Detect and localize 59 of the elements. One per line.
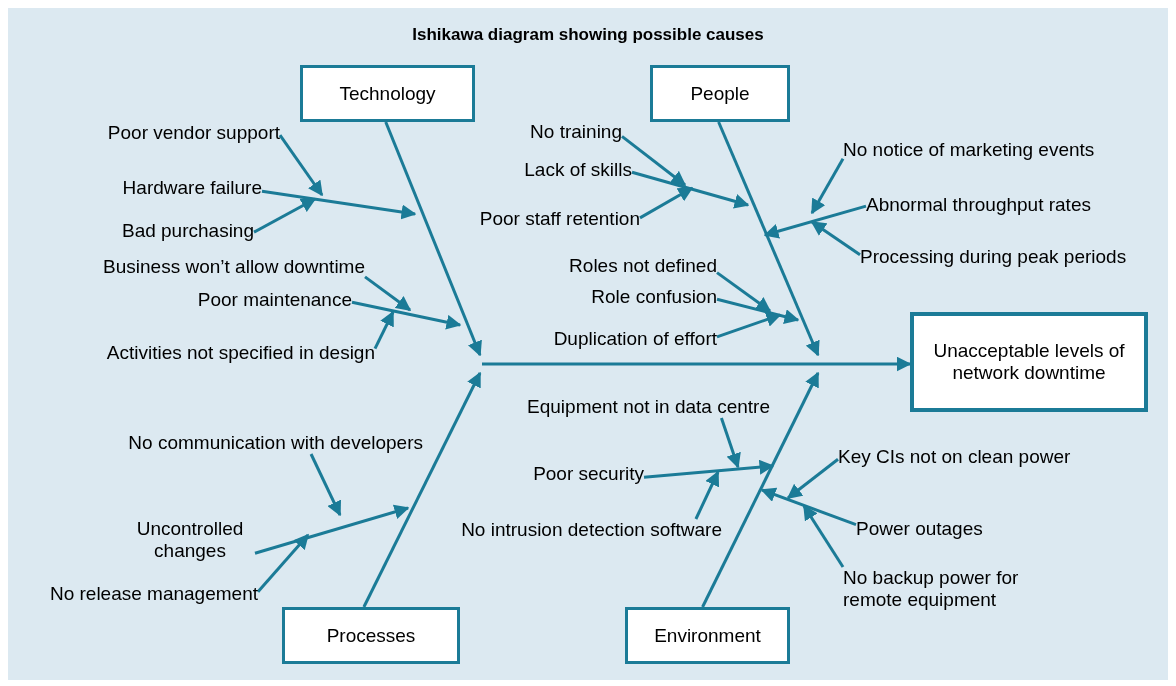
arrow [373, 310, 395, 350]
arrow [716, 297, 800, 324]
cause-label: No backup power for remote equipment [843, 567, 1063, 611]
arrow [694, 470, 720, 520]
arrow [621, 135, 687, 187]
cause-label: Poor vendor support [107, 122, 280, 144]
effect-box: Unacceptable levels of network downtime [910, 312, 1148, 412]
arrow [631, 170, 750, 209]
arrow [639, 186, 694, 220]
cause-label: No training [530, 121, 622, 143]
arrow [254, 504, 410, 555]
cause-label: Key CIs not on clean power [838, 446, 1071, 468]
arrow [810, 158, 845, 215]
cause-label: Poor security [533, 463, 644, 485]
cause-label: Abnormal throughput rates [866, 194, 1091, 216]
cause-label: Bad purchasing [121, 220, 254, 242]
arrow [364, 275, 412, 312]
arrow [760, 487, 857, 526]
cause-label: No intrusion detection software [461, 519, 722, 541]
cause-label: Poor maintenance [197, 289, 352, 311]
cause-label: Activities not specified in design [106, 342, 375, 364]
arrow [786, 458, 839, 500]
arrow [720, 417, 741, 469]
cause-label: Role confusion [591, 286, 717, 308]
cause-label: No release management [49, 583, 258, 605]
arrow [278, 134, 324, 197]
arrow [802, 504, 845, 568]
arrow [643, 459, 775, 479]
cause-label: Lack of skills [524, 159, 632, 181]
arrow [701, 371, 820, 608]
arrow [261, 189, 417, 220]
cause-label: Uncontrolled changes [125, 518, 255, 562]
cause-label: Hardware failure [122, 177, 262, 199]
category-box: People [650, 65, 790, 122]
arrow [763, 204, 867, 239]
arrow [253, 197, 317, 234]
diagram-title: Ishikawa diagram showing possible causes [411, 24, 765, 46]
category-box: Processes [282, 607, 460, 664]
cause-label: No communication with developers [128, 432, 423, 454]
arrow [716, 271, 772, 313]
arrow [716, 312, 782, 339]
cause-label: Equipment not in data centre [527, 396, 770, 418]
arrow [384, 121, 482, 357]
cause-label: No notice of marketing events [843, 139, 1095, 161]
cause-label: Roles not defined [569, 255, 717, 277]
cause-label: Business won’t allow downtime [103, 256, 365, 278]
arrow [309, 453, 342, 517]
cause-label: Processing during peak periods [860, 246, 1127, 268]
category-box: Technology [300, 65, 475, 122]
arrow [362, 371, 482, 608]
cause-label: Poor staff retention [479, 208, 640, 230]
arrow [810, 220, 861, 257]
cause-label: Power outages [856, 518, 983, 540]
arrow [256, 533, 310, 593]
cause-label: Duplication of effort [553, 328, 717, 350]
arrow [351, 300, 462, 330]
arrow [482, 356, 912, 372]
category-box: Environment [625, 607, 790, 664]
arrow [717, 121, 820, 357]
